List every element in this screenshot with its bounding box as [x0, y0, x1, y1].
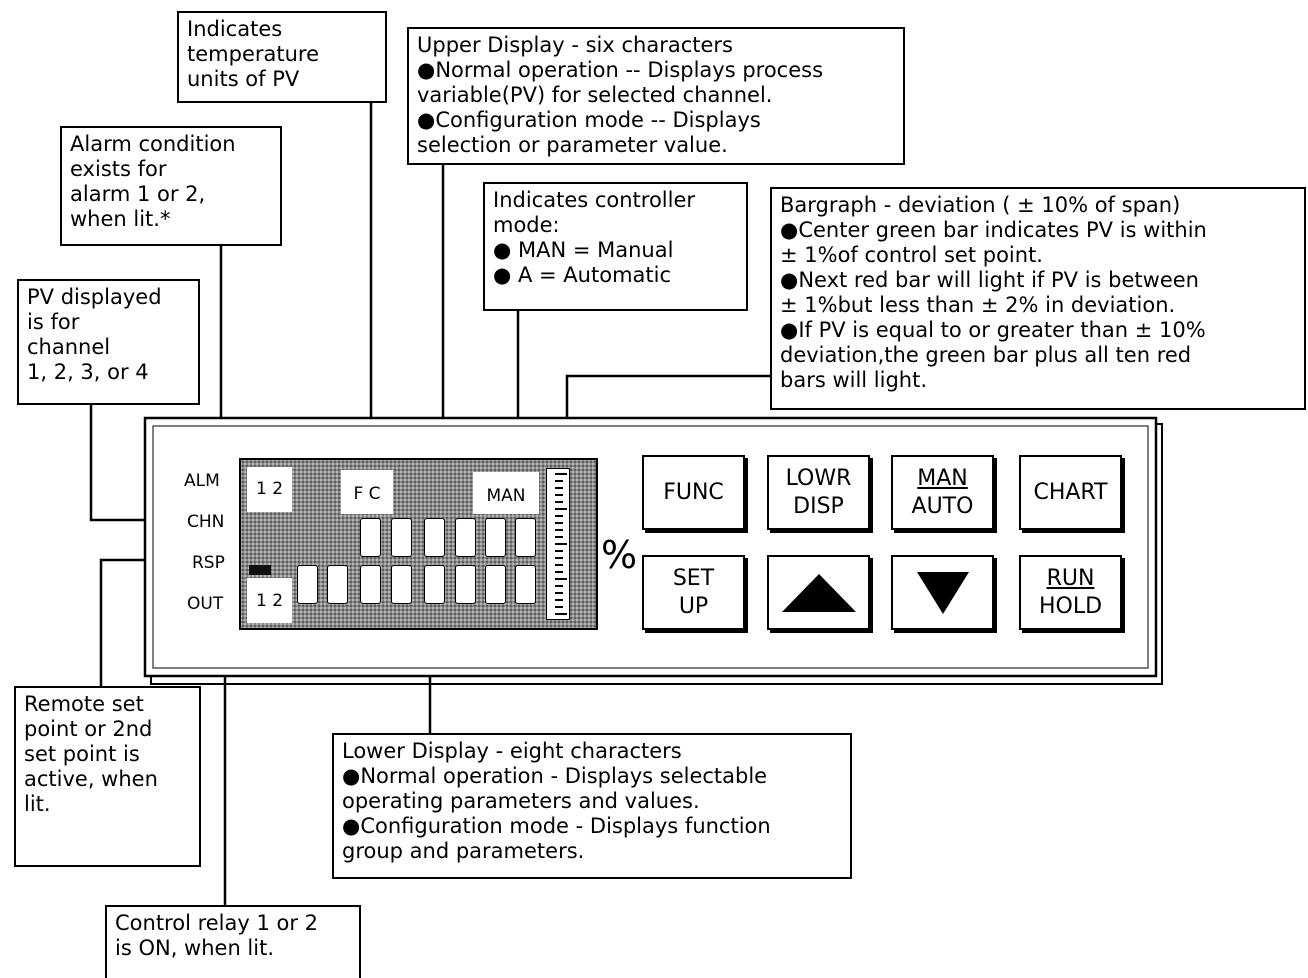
upper-digit	[391, 518, 412, 557]
chart-key[interactable]: CHART	[1019, 455, 1122, 530]
deviation-bargraph	[546, 468, 570, 620]
upper-digit	[515, 518, 536, 557]
indicator-rsp-label: RSP	[192, 553, 225, 573]
bargraph-segment	[555, 592, 563, 594]
bargraph-segment	[555, 508, 567, 510]
triangle-down-icon	[916, 571, 969, 614]
panel-inner	[152, 425, 1149, 669]
bargraph-segment	[555, 585, 563, 587]
bargraph-segment	[555, 550, 563, 552]
lower-digit	[455, 565, 476, 604]
chart-key-label: CHART	[1033, 479, 1108, 505]
callout-upper-display: Upper Display - six characters ●Normal o…	[407, 27, 905, 165]
man-auto-key[interactable]: MAN AUTO	[891, 455, 994, 530]
run-hold-key-line2: HOLD	[1038, 593, 1103, 619]
callout-remote-setpoint: Remote set point or 2nd set point is act…	[14, 686, 201, 867]
func-key-label: FUNC	[663, 479, 724, 505]
lower-digit	[424, 565, 445, 604]
indicator-alm-label: ALM	[184, 471, 220, 491]
lower-digit	[327, 565, 348, 604]
bargraph-segment	[555, 473, 567, 475]
bargraph-segment	[555, 480, 563, 482]
bargraph-segment	[555, 557, 563, 559]
bargraph-segment	[555, 522, 563, 524]
run-hold-key[interactable]: RUN HOLD	[1019, 555, 1122, 630]
upper-digit	[360, 518, 381, 557]
lcd-alarm-digits: 1 2	[247, 467, 292, 512]
lowr-disp-key-line1: LOWR	[785, 465, 852, 491]
bargraph-segment	[555, 613, 567, 615]
lowr-disp-key-line2: DISP	[793, 493, 844, 519]
set-up-key[interactable]: SET UP	[642, 555, 745, 630]
bargraph-segment	[555, 494, 563, 496]
callout-alarm-condition: Alarm condition exists for alarm 1 or 2,…	[60, 126, 282, 246]
lower-digit	[360, 565, 381, 604]
pv-channel-leader	[89, 405, 173, 532]
lowr-disp-key[interactable]: LOWR DISP	[767, 455, 870, 530]
upper-digit	[424, 518, 445, 557]
man-auto-key-line2: AUTO	[911, 493, 974, 519]
rsp-indicator-light	[249, 565, 271, 575]
callout-bargraph: Bargraph - deviation ( ± 10% of span) ●C…	[770, 187, 1306, 410]
lower-digit	[515, 565, 536, 604]
bargraph-segment	[555, 599, 563, 601]
set-up-key-line1: SET	[672, 565, 715, 591]
bargraph-segment	[555, 515, 563, 517]
lcd-controller-mode: MAN	[473, 472, 539, 514]
callout-temperature-units: Indicates temperature units of PV	[177, 11, 387, 103]
func-key[interactable]: FUNC	[642, 455, 745, 530]
lower-digit	[391, 565, 412, 604]
triangle-up-icon	[781, 573, 856, 612]
percent-symbol: %	[601, 533, 638, 577]
upper-digit	[455, 518, 476, 557]
indicator-chn-label: CHN	[187, 512, 225, 532]
bargraph-segment	[555, 543, 567, 545]
callout-control-relay: Control relay 1 or 2 is ON, when lit.	[105, 905, 361, 978]
bargraph-segment	[555, 564, 563, 566]
up-arrow-key[interactable]	[767, 555, 870, 630]
lcd-display	[239, 458, 598, 630]
bargraph-segment	[555, 578, 567, 580]
callout-controller-mode: Indicates controller mode: ● MAN = Manua…	[483, 182, 748, 311]
bargraph-segment	[555, 501, 563, 503]
lower-digit	[297, 565, 318, 604]
callout-lower-display: Lower Display - eight characters ●Normal…	[332, 733, 852, 879]
run-hold-key-line1: RUN	[1046, 565, 1095, 591]
indicator-out-label: OUT	[187, 594, 224, 614]
lcd-temperature-units: F C	[341, 470, 393, 514]
bargraph-segment	[555, 487, 563, 489]
lower-digit	[485, 565, 506, 604]
set-up-key-line2: UP	[678, 593, 709, 619]
lcd-output-digits: 1 2	[247, 578, 292, 623]
callout-pv-channel: PV displayed is for channel 1, 2, 3, or …	[17, 279, 200, 405]
man-auto-key-line1: MAN	[917, 465, 968, 491]
bargraph-segment	[555, 536, 563, 538]
upper-digit	[485, 518, 506, 557]
down-arrow-key[interactable]	[891, 555, 994, 630]
bargraph-segment	[555, 571, 563, 573]
bargraph-segment	[555, 529, 563, 531]
bargraph-segment	[555, 606, 563, 608]
